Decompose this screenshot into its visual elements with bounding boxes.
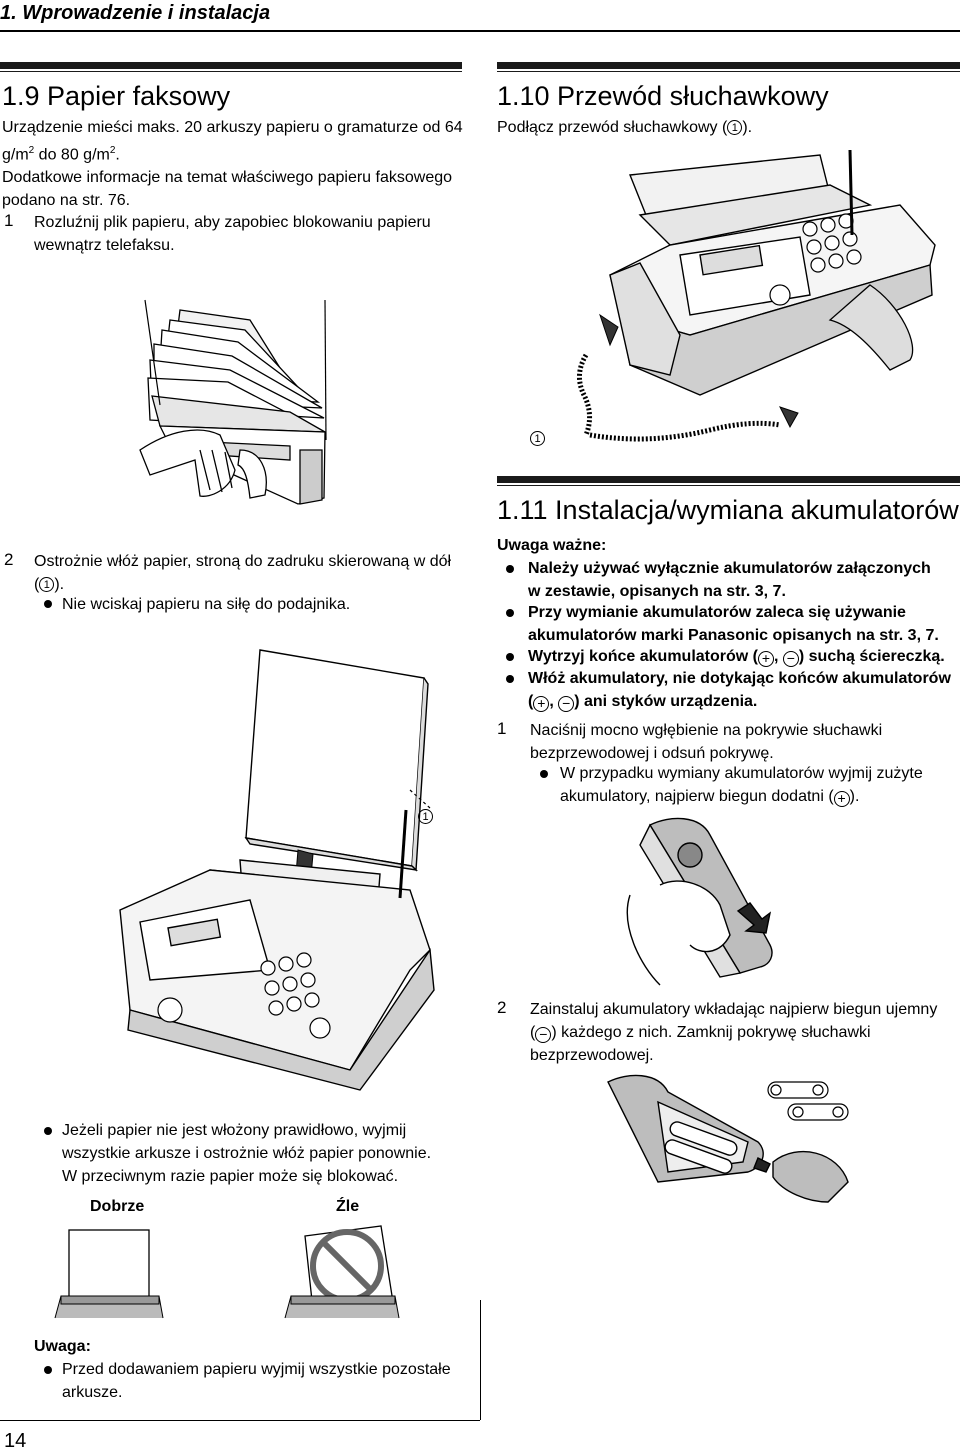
bullet-icon — [506, 609, 514, 617]
minus-terminal-icon: − — [558, 696, 575, 712]
bullet-icon — [506, 675, 514, 683]
section-rule-thin — [497, 485, 960, 486]
section-rule-thick — [497, 62, 960, 69]
section-rule-thick — [497, 476, 960, 483]
handset-cord-text: Podłącz przewód słuchawkowy (1). — [497, 119, 753, 136]
note-title: Uwaga: — [34, 1338, 91, 1355]
misfeed-note: Jeżeli papier nie jest włożony prawidłow… — [62, 1122, 432, 1185]
bad-label: Źle — [336, 1198, 360, 1215]
section-title-paper: 1.9 Papier faksowy — [2, 81, 231, 111]
step-number: 2 — [497, 998, 507, 1017]
important-bullet-1: Należy używać wyłącznie akumulatorów zał… — [528, 560, 931, 600]
section-rule-thick — [0, 62, 462, 69]
important-bullet-4: Włóż akumulatory, nie dotykając końców a… — [528, 670, 951, 712]
step-number: 2 — [4, 550, 14, 569]
plus-terminal-icon: + — [757, 651, 774, 667]
battery-step1-text: Naciśnij mocno wgłębienie na pokrywie sł… — [530, 722, 883, 762]
callout-1-icon: 1 — [727, 120, 743, 135]
paper-fanning-illustration — [139, 299, 327, 505]
intro-line: Urządzenie mieści maks. 20 arkuszy papie… — [2, 119, 463, 136]
page-number: 14 — [4, 1430, 27, 1452]
minus-terminal-icon: − — [535, 1027, 552, 1043]
callout-1-icon: 1 — [418, 809, 433, 824]
step2-bullet: Nie wciskaj papieru na siłę do podajnika… — [62, 596, 351, 613]
page-header-title: 1. Wprowadzenie i instalacja — [0, 2, 271, 24]
bullet-icon — [44, 1366, 52, 1374]
intro-line: g/m2 do 80 g/m2. — [2, 145, 120, 164]
step-number: 1 — [4, 211, 14, 230]
figure-callout: 1 — [418, 808, 433, 826]
column-divider — [480, 1300, 481, 1420]
callout-1-icon: 1 — [530, 431, 545, 446]
important-bullet-2: Przy wymianie akumulatorów zaleca się uż… — [528, 604, 939, 644]
plus-terminal-icon: + — [833, 791, 850, 807]
header-rule — [0, 30, 960, 32]
incorrect-loading-illustration — [284, 1225, 400, 1319]
step-number: 1 — [497, 719, 507, 738]
important-title: Uwaga ważne: — [497, 537, 607, 554]
intro-line: Dodatkowe informacje na temat właściwego… — [2, 169, 453, 187]
section-title-handset-cord: 1.10 Przewód słuchawkowy — [497, 81, 829, 111]
bullet-icon — [44, 1127, 52, 1135]
step2-text: Ostrożnie włóż papier, stroną do zadruku… — [34, 553, 452, 593]
handset-cover-removal-illustration — [626, 817, 773, 986]
note-text: Przed dodawaniem papieru wyjmij wszystki… — [62, 1361, 451, 1401]
battery-insertion-illustration — [607, 1074, 849, 1203]
section-rule-thin — [497, 71, 960, 72]
plus-terminal-icon: + — [533, 696, 550, 712]
figure-callout: 1 — [530, 430, 545, 448]
minus-terminal-icon: − — [782, 651, 799, 667]
bullet-icon — [506, 565, 514, 573]
paper-intro: Urządzenie mieści maks. 20 arkuszy papie… — [2, 116, 472, 212]
battery-step2-text: Zainstaluj akumulatory wkładając najpier… — [530, 1001, 938, 1064]
intro-line: podano na str. 76. — [2, 192, 131, 210]
good-label: Dobrze — [90, 1198, 145, 1215]
battery-step1-bullet: W przypadku wymiany akumulatorów wyjmij … — [560, 765, 923, 807]
footer-rule — [0, 1420, 480, 1421]
correct-loading-illustration — [54, 1229, 164, 1319]
section-rule-thin — [0, 71, 462, 72]
step1-text: Rozluźnij plik papieru, aby zapobiec blo… — [34, 214, 431, 254]
section-title-batteries: 1.11 Instalacja/wymiana akumulatorów — [497, 495, 959, 525]
callout-1-icon: 1 — [39, 577, 55, 592]
bullet-icon — [44, 600, 52, 608]
bullet-icon — [540, 770, 548, 778]
paper-loading-fax-illustration — [119, 649, 435, 1091]
important-bullet-3: Wytrzyj końce akumulatorów (+, −) suchą … — [528, 648, 945, 667]
fax-handset-cord-illustration — [577, 149, 936, 442]
bullet-icon — [506, 653, 514, 661]
